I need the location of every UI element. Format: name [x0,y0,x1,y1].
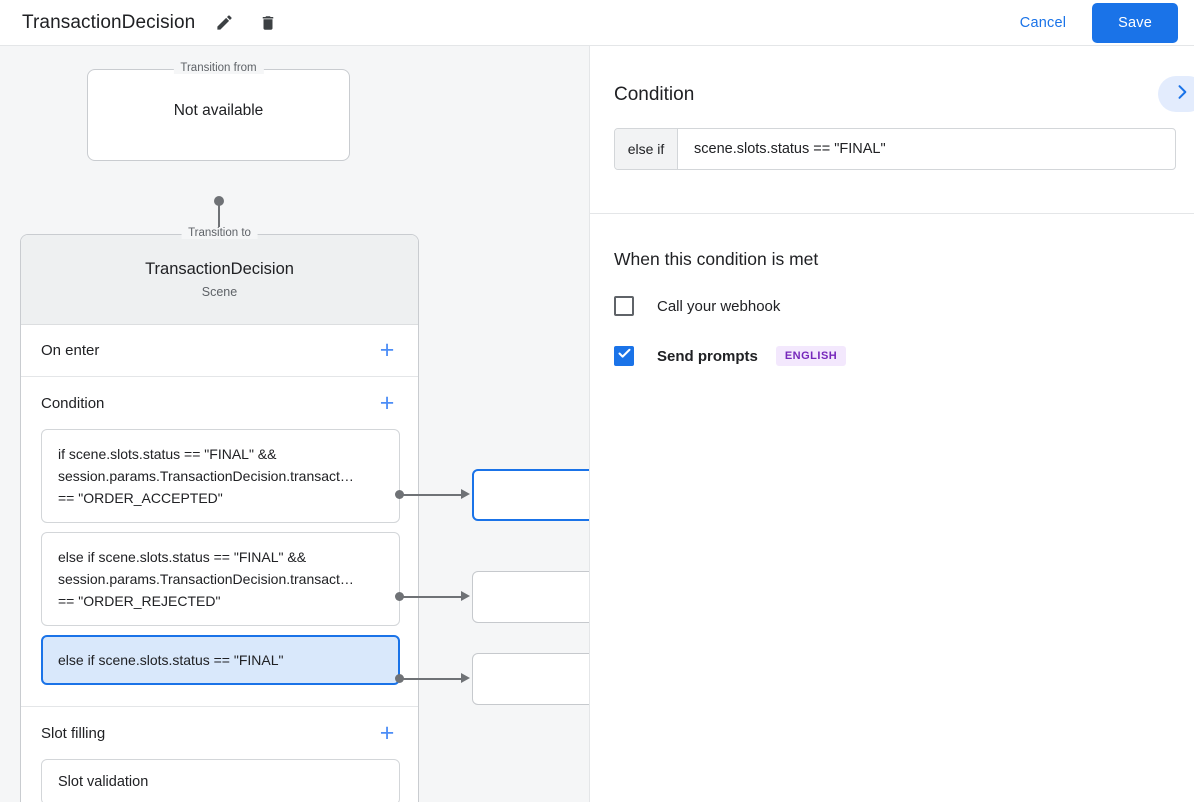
section-slot-filling: Slot filling + [21,707,418,759]
send-prompts-row[interactable]: Send prompts ENGLISH [614,346,847,366]
transition-from-value: Not available [173,102,264,119]
flow-edge-dot [395,674,404,683]
flow-edge-line [400,494,463,496]
slot-validation-item[interactable]: Slot validation [41,759,400,802]
call-webhook-label: Call your webhook [657,297,781,315]
section-on-enter-title: On enter [41,342,100,359]
condition-card-line: session.params.TransactionDecision.trans… [58,468,354,484]
transition-from-legend: Transition from [173,62,264,74]
send-prompts-label: Send prompts [657,347,758,365]
condition-card[interactable]: else if scene.slots.status == "FINAL" &&… [41,532,400,626]
slot-filling-list: Slot validation [21,759,418,802]
flow-target-node[interactable] [472,571,589,623]
condition-card-line: session.params.TransactionDecision.trans… [58,571,354,587]
top-app-bar: TransactionDecision Cancel Save [0,0,1194,46]
add-condition-button[interactable]: + [379,388,395,417]
panel-divider [590,213,1194,214]
scene-type-label: Scene [201,285,238,299]
transition-from-card: Transition from Not available [87,62,350,161]
call-webhook-row[interactable]: Call your webhook [614,296,780,316]
save-button[interactable]: Save [1092,2,1178,43]
flow-edge-arrowhead [461,489,470,499]
top-bar-actions: Cancel Save [1006,2,1194,43]
flow-edge-dot [395,592,404,601]
condition-detail-panel: Condition else if scene.slots.status == … [589,46,1194,802]
section-on-enter: On enter + [21,325,418,377]
condition-input-row[interactable]: else if scene.slots.status == "FINAL" [614,128,1176,170]
condition-card[interactable]: else if scene.slots.status == "FINAL" [41,635,400,685]
when-condition-met-title: When this condition is met [614,249,819,269]
condition-card-line: else if scene.slots.status == "FINAL" && [58,549,307,565]
condition-expression-input[interactable]: scene.slots.status == "FINAL" [694,141,886,157]
send-prompts-checkbox[interactable] [614,346,634,366]
flow-target-node[interactable] [472,653,589,705]
condition-prefix-label: else if [615,129,678,169]
condition-card-line: == "ORDER_REJECTED" [58,593,221,609]
section-condition: Condition + [21,377,418,429]
add-slot-filling-button[interactable]: + [379,718,395,747]
page-title: TransactionDecision [22,11,196,33]
call-webhook-checkbox[interactable] [614,296,634,316]
delete-button[interactable] [253,8,283,38]
condition-card[interactable]: if scene.slots.status == "FINAL" && sessi… [41,429,400,523]
trash-icon [259,14,277,32]
condition-card-line: == "ORDER_ACCEPTED" [58,490,223,506]
scene-name: TransactionDecision [145,260,294,278]
panel-title: Condition [614,84,695,105]
language-badge: ENGLISH [775,346,847,366]
condition-list: if scene.slots.status == "FINAL" && sessi… [21,429,418,706]
flow-edge-line [400,678,463,680]
flow-edge-dot [395,490,404,499]
check-icon [617,346,632,366]
flow-edge-arrowhead [461,673,470,683]
flow-canvas[interactable]: Transition from Not available Transition… [0,46,589,802]
add-on-enter-button[interactable]: + [379,336,395,364]
scene-card: Transition to TransactionDecision Scene … [20,227,419,802]
expand-panel-button[interactable] [1158,76,1194,112]
transition-to-legend: Transition to [181,227,258,239]
section-condition-title: Condition [41,394,105,412]
condition-card-line: if scene.slots.status == "FINAL" && [58,446,277,462]
flow-target-node[interactable] [472,469,589,521]
section-slot-filling-title: Slot filling [41,724,106,742]
pencil-icon [215,13,234,32]
edit-name-button[interactable] [209,8,239,38]
condition-card-line: else if scene.slots.status == "FINAL" [58,652,284,668]
flow-edge-line [400,596,463,598]
cancel-button[interactable]: Cancel [1006,7,1080,39]
flow-edge-arrowhead [461,591,470,601]
scene-card-header: TransactionDecision Scene [21,235,418,325]
section-divider [21,706,418,707]
chevron-right-icon [1172,82,1192,107]
